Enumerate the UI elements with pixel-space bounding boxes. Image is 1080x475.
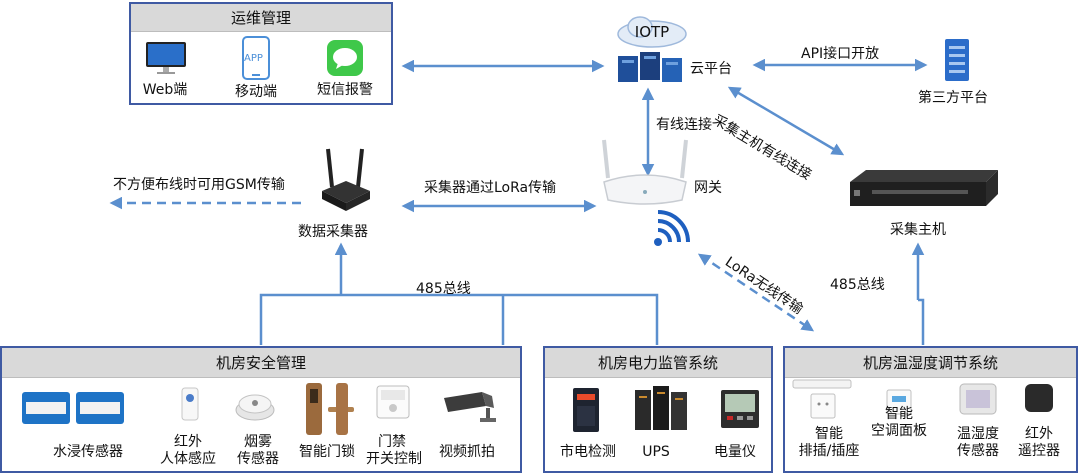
- collector-host-device-icon: [850, 170, 998, 206]
- smoke-label-2: 传感器: [237, 451, 279, 467]
- app-label: APP: [244, 53, 263, 64]
- lora-wireless-link: [697, 253, 815, 332]
- access-switch-icon: [376, 385, 410, 419]
- iotp-label: IOTP: [634, 23, 670, 41]
- gateway-router-icon: [602, 139, 688, 205]
- power-meter-label: 电量仪: [714, 444, 756, 460]
- mobile-label: 移动端: [235, 84, 277, 100]
- water-sensor-label: 水浸传感器: [53, 444, 123, 460]
- bus-right-label: 485总线: [830, 277, 885, 293]
- infrared-label-2: 人体感应: [160, 451, 216, 467]
- message-icon: [327, 40, 363, 76]
- bus-right: [918, 298, 925, 345]
- gateway-label: 网关: [694, 180, 722, 196]
- infrared-label-1: 红外: [174, 434, 202, 450]
- climate-panel: 机房温湿度调节系统 智能 排插/插座 智能 空调面板 温湿度 传感器 红外 遥控…: [783, 346, 1078, 473]
- bus-left-tree: [259, 293, 659, 345]
- smart-socket-icon: [792, 379, 852, 419]
- thermo-hygrometer-icon: [959, 383, 997, 415]
- bus-left-label: 485总线: [416, 281, 471, 297]
- power-title: 机房电力监管系统: [545, 348, 771, 378]
- mains-label: 市电检测: [560, 444, 616, 460]
- ups-icon: [635, 386, 687, 430]
- wired-link-label: 有线连接: [656, 117, 712, 133]
- web-label: Web端: [142, 82, 188, 98]
- ac-panel-icon: [886, 389, 912, 415]
- wireless-signal-icon: [654, 210, 690, 246]
- smoke-detector-icon: [235, 394, 275, 421]
- lora-link-label: 采集器通过LoRa传输: [424, 180, 557, 196]
- security-title: 机房安全管理: [2, 348, 520, 378]
- server-cluster-icon: [618, 52, 682, 82]
- thermo-label-2: 传感器: [957, 443, 999, 459]
- ac-panel-label-2: 空调面板: [871, 423, 927, 439]
- monitor-icon: [146, 42, 186, 74]
- ops-title: 运维管理: [131, 4, 391, 32]
- ups-label: UPS: [642, 444, 670, 460]
- phone-icon: [242, 36, 270, 80]
- smoke-label-1: 烟雾: [244, 434, 272, 450]
- door-lock-label: 智能门锁: [299, 444, 355, 460]
- camera-icon: [444, 392, 496, 422]
- water-sensor-icon: [22, 392, 124, 424]
- power-meter-icon: [721, 390, 759, 428]
- ops-panel: 运维管理 APP Web端 移动端 短信报警: [129, 2, 393, 105]
- ir-remote-icon: [1025, 384, 1053, 412]
- access-label-1: 门禁: [378, 434, 406, 450]
- ac-panel-label-1: 智能: [885, 406, 913, 422]
- data-collector-label: 数据采集器: [298, 224, 368, 240]
- third-party-label: 第三方平台: [918, 90, 988, 106]
- cloud-platform: IOTP: [612, 14, 692, 84]
- climate-title: 机房温湿度调节系统: [785, 348, 1076, 378]
- collector-host-label: 采集主机: [890, 222, 946, 238]
- socket-label-2: 排插/插座: [798, 443, 860, 459]
- cloud-platform-label: 云平台: [690, 61, 732, 77]
- third-party-server-icon: [945, 39, 969, 81]
- data-collector-device-icon: [322, 148, 370, 211]
- security-panel: 机房安全管理 水浸传感器 红外 人体感应 烟雾 传感器 智能门锁 门禁 开关控制: [0, 346, 522, 473]
- ir-remote-label-1: 红外: [1025, 426, 1053, 442]
- mains-detector-icon: [573, 388, 599, 432]
- infrared-sensor-icon: [181, 387, 199, 421]
- cloud-host-link: [727, 86, 845, 156]
- camera-label: 视频抓拍: [439, 444, 495, 460]
- socket-label-1: 智能: [815, 426, 843, 442]
- ir-remote-label-2: 遥控器: [1018, 443, 1060, 459]
- door-lock-icon: [306, 383, 354, 435]
- cloud-icon: [617, 16, 687, 48]
- sms-alert-label: 短信报警: [317, 82, 373, 98]
- power-panel: 机房电力监管系统 市电检测 UPS 电量仪: [543, 346, 773, 473]
- gsm-link-label: 不方便布线时可用GSM传输: [113, 177, 285, 193]
- access-label-2: 开关控制: [366, 451, 422, 467]
- thermo-label-1: 温湿度: [957, 426, 999, 442]
- api-link-label: API接口开放: [801, 46, 880, 62]
